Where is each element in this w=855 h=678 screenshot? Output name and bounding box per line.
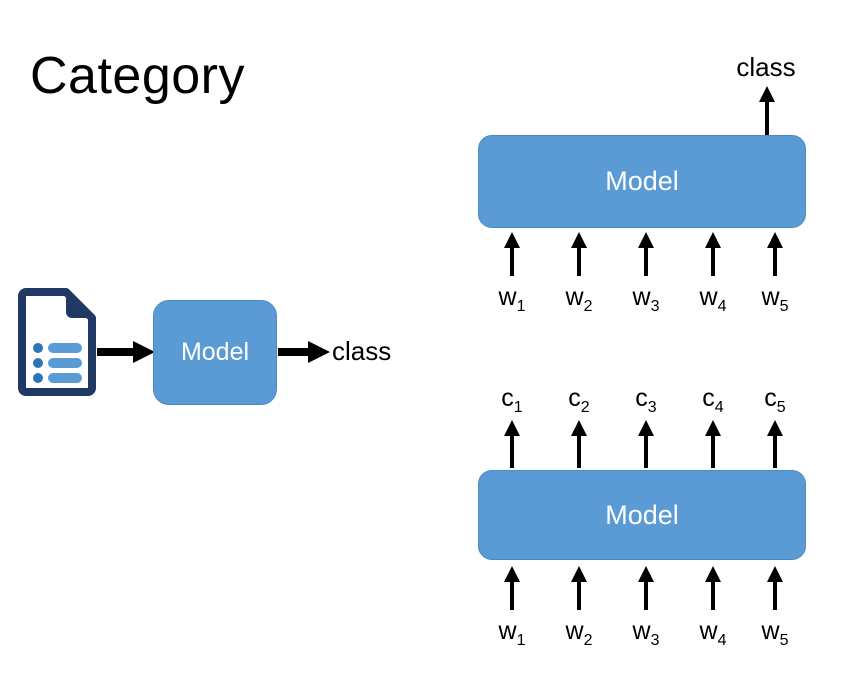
token-subscript: 1 <box>516 298 526 315</box>
arrow-seqlabel-input-1 <box>503 566 521 610</box>
arrow-sentence-input-3 <box>637 232 655 276</box>
input-token-label: w1 <box>499 619 526 649</box>
input-token-label: w3 <box>633 285 660 315</box>
input-token-label: w5 <box>762 619 789 649</box>
tag-base: c <box>702 384 715 412</box>
model-label: Model <box>605 166 679 196</box>
arrow-model-to-class <box>278 341 330 363</box>
token-subscript: 2 <box>583 298 593 315</box>
tag-subscript: 1 <box>513 399 523 416</box>
token-base: w <box>498 617 517 645</box>
document-icon <box>18 288 96 396</box>
arrow-sentence-output <box>758 86 776 136</box>
token-subscript: 4 <box>717 298 727 315</box>
token-base: w <box>565 617 584 645</box>
token-base: w <box>761 617 780 645</box>
token-subscript: 5 <box>779 632 789 649</box>
model-box-document-classification: Model <box>153 300 277 405</box>
token-base: w <box>565 283 584 311</box>
input-token-label: w2 <box>566 619 593 649</box>
model-box-sequence-labeling: Model <box>478 470 806 560</box>
arrow-seqlabel-output-2 <box>570 420 588 468</box>
output-tag-label: c3 <box>635 386 656 416</box>
input-token-label: w5 <box>762 285 789 315</box>
output-tag-label: c1 <box>501 386 522 416</box>
arrow-sentence-input-2 <box>570 232 588 276</box>
arrow-doc-to-model <box>97 341 155 363</box>
token-base: w <box>761 283 780 311</box>
token-subscript: 1 <box>516 632 526 649</box>
token-base: w <box>632 283 651 311</box>
tag-base: c <box>764 384 777 412</box>
arrow-seqlabel-output-5 <box>766 420 784 468</box>
token-base: w <box>699 283 718 311</box>
tag-subscript: 5 <box>776 399 786 416</box>
tag-base: c <box>501 384 514 412</box>
input-token-label: w1 <box>499 285 526 315</box>
input-token-label: w2 <box>566 285 593 315</box>
arrow-seqlabel-output-1 <box>503 420 521 468</box>
output-label-class-sentence: class <box>736 52 796 82</box>
arrow-seqlabel-input-5 <box>766 566 784 610</box>
tag-subscript: 2 <box>580 399 590 416</box>
arrow-sentence-input-4 <box>704 232 722 276</box>
output-tag-label: c2 <box>568 386 589 416</box>
token-subscript: 2 <box>583 632 593 649</box>
arrow-sentence-input-5 <box>766 232 784 276</box>
token-subscript: 4 <box>717 632 727 649</box>
model-box-sentence-classification: Model <box>478 135 806 228</box>
arrow-seqlabel-input-3 <box>637 566 655 610</box>
arrow-seqlabel-output-4 <box>704 420 722 468</box>
input-token-label: w4 <box>700 619 727 649</box>
input-token-label: w3 <box>633 619 660 649</box>
model-label: Model <box>180 338 250 366</box>
output-tag-label: c4 <box>702 386 723 416</box>
page-title: Category <box>30 47 245 105</box>
arrow-seqlabel-output-3 <box>637 420 655 468</box>
token-subscript: 3 <box>650 632 660 649</box>
token-base: w <box>699 617 718 645</box>
arrow-seqlabel-input-4 <box>704 566 722 610</box>
tag-subscript: 3 <box>647 399 657 416</box>
token-subscript: 3 <box>650 298 660 315</box>
input-token-label: w4 <box>700 285 727 315</box>
token-subscript: 5 <box>779 298 789 315</box>
tag-base: c <box>635 384 648 412</box>
tag-subscript: 4 <box>714 399 724 416</box>
token-base: w <box>498 283 517 311</box>
arrow-sentence-input-1 <box>503 232 521 276</box>
output-label-class: class <box>332 336 392 366</box>
arrow-seqlabel-input-2 <box>570 566 588 610</box>
model-label: Model <box>605 499 679 530</box>
tag-base: c <box>568 384 581 412</box>
token-base: w <box>632 617 651 645</box>
output-tag-label: c5 <box>764 386 785 416</box>
